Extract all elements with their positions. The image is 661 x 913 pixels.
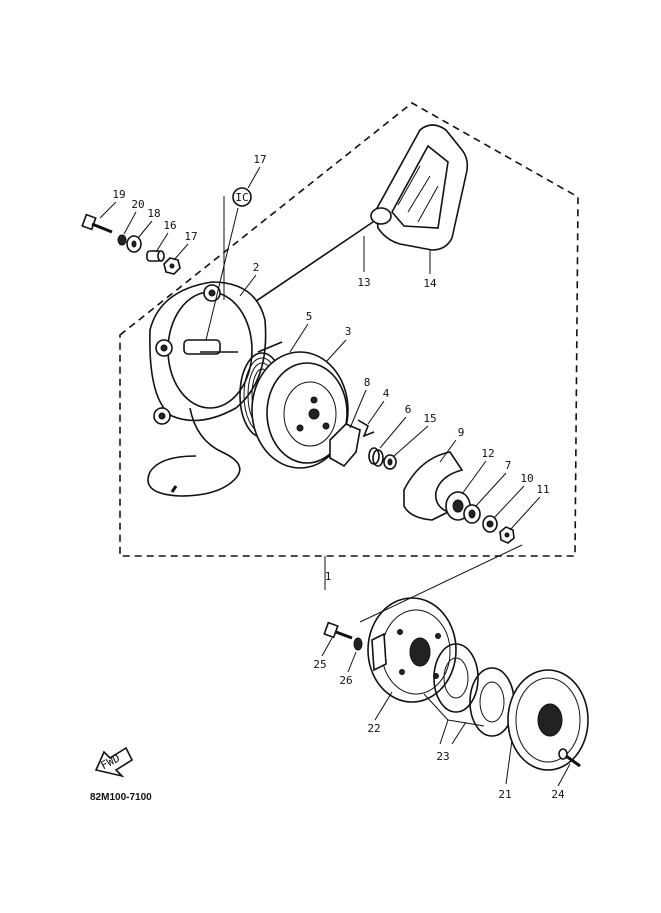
part-6-spring[interactable]: [368, 447, 384, 467]
part-10-washer[interactable]: [482, 515, 498, 533]
callout-17-left: 17: [184, 230, 197, 243]
part-11-nut[interactable]: [499, 526, 515, 544]
part-15-washer[interactable]: [383, 454, 397, 470]
callout-labels: 1 2 3 4 5 6 7 8 9 10 11 12 13 14 15 16 1…: [112, 153, 565, 801]
diagram-code: 82M100-7100: [90, 792, 152, 803]
callout-11: 11: [536, 483, 549, 496]
callout-26: 26: [339, 674, 352, 687]
part-17-nut[interactable]: [163, 257, 181, 275]
part-19-bolt[interactable]: [81, 213, 113, 234]
callout-10: 10: [520, 472, 533, 485]
part-2-wire: [147, 407, 241, 497]
forward-arrow-icon: FWD: [94, 746, 134, 778]
part-16-collar[interactable]: [146, 250, 165, 262]
callout-25: 25: [313, 658, 326, 671]
callout-7: 7: [505, 459, 512, 472]
part-26-washer[interactable]: [353, 637, 363, 651]
part-3-pulley[interactable]: [251, 351, 349, 469]
part-24-screw[interactable]: [558, 748, 581, 768]
callout-17-top: 17: [253, 153, 266, 166]
callout-22: 22: [367, 722, 380, 735]
part-14-starter-handle[interactable]: [370, 124, 469, 251]
callout-18: 18: [147, 207, 160, 220]
part-21-cover[interactable]: [507, 669, 589, 771]
callout-3: 3: [345, 325, 352, 338]
callout-4: 4: [383, 387, 390, 400]
part-20-washer[interactable]: [117, 234, 127, 246]
callout-6: 6: [405, 403, 412, 416]
cap-nut-mark: IC: [235, 191, 248, 204]
part-2-starter-case[interactable]: [149, 281, 267, 425]
part-13-rope: [239, 221, 374, 313]
part-9-friction-plate[interactable]: [403, 451, 464, 521]
callout-24: 24: [551, 788, 565, 801]
callout-1: 1: [325, 570, 332, 583]
part-8-pawl[interactable]: [329, 423, 361, 468]
callout-13: 13: [357, 276, 370, 289]
callout-12: 12: [481, 447, 494, 460]
callout-20: 20: [131, 198, 144, 211]
part-7-washer[interactable]: [463, 504, 481, 524]
part-23-shims[interactable]: [433, 643, 515, 737]
leader-lines: [99, 166, 571, 787]
callout-21: 21: [498, 788, 511, 801]
part-4-clip[interactable]: [357, 419, 375, 438]
callout-14: 14: [423, 277, 437, 290]
callout-23: 23: [436, 750, 449, 763]
callout-15: 15: [423, 412, 436, 425]
part-25-bolt[interactable]: [323, 621, 353, 640]
callout-2: 2: [253, 261, 260, 274]
callout-9: 9: [458, 426, 465, 439]
callout-19: 19: [112, 188, 125, 201]
callout-5: 5: [306, 310, 313, 323]
callout-8: 8: [364, 376, 371, 389]
part-18-washer[interactable]: [126, 235, 142, 253]
part-17-cap-nut[interactable]: IC: [232, 187, 252, 207]
callout-16: 16: [163, 219, 176, 232]
